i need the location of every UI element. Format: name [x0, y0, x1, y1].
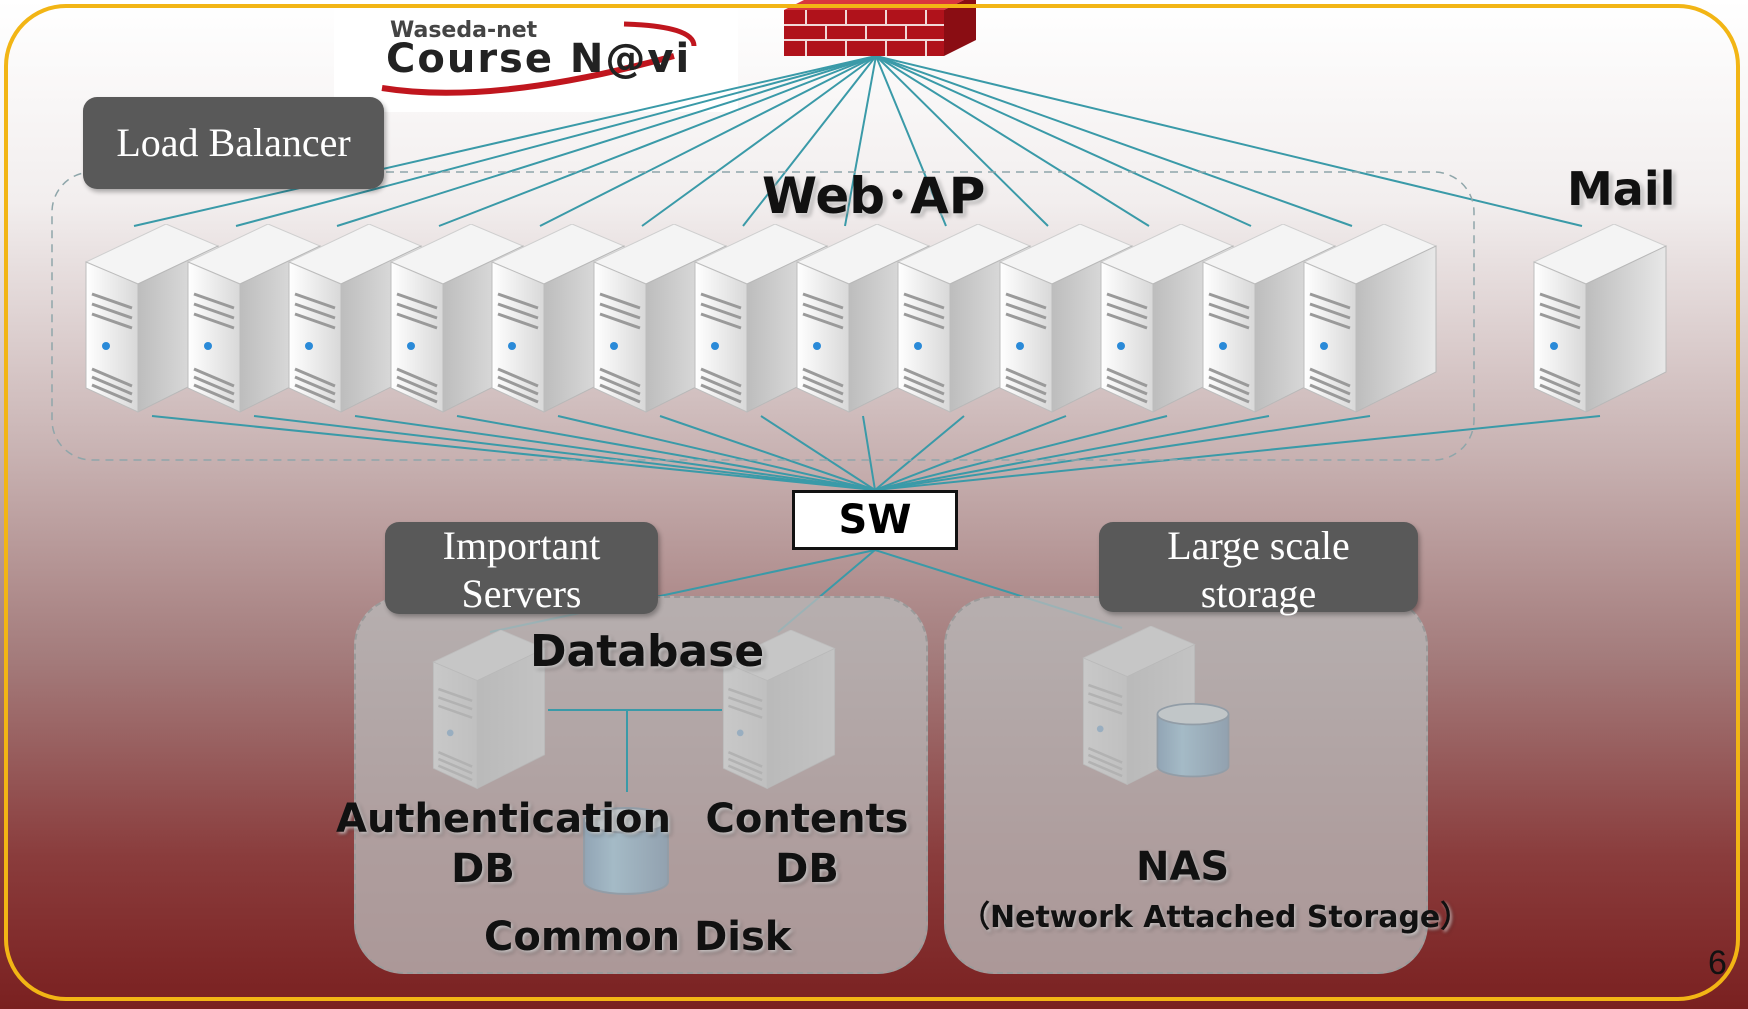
- wire-line: [875, 55, 1150, 227]
- auth-db-line-1: Authentication: [336, 796, 671, 842]
- wire-line: [659, 549, 876, 597]
- wire-line: [874, 415, 1067, 491]
- database-heading: Database: [530, 626, 765, 677]
- wire-line: [874, 415, 1270, 491]
- wire-line: [874, 415, 1168, 491]
- auth-db-label: Authentication DB: [336, 794, 671, 894]
- wire-line: [235, 55, 877, 227]
- wire-line: [875, 55, 947, 227]
- server-icon: [894, 224, 1034, 414]
- wire-line: [354, 415, 876, 491]
- web-ap-heading: Web･AP: [762, 167, 986, 225]
- important-servers-label: Important Servers: [385, 522, 658, 616]
- wire-line: [875, 55, 1353, 227]
- server-icon: [1300, 224, 1440, 414]
- wire-line: [557, 415, 876, 491]
- important-servers-line-2: Servers: [461, 571, 582, 616]
- web-cluster-group: [51, 171, 1475, 461]
- contents-db-line-1: Contents: [705, 796, 909, 842]
- load-balancer-label: Load Balancer: [83, 97, 384, 189]
- nas-full-label: （Network Attached Storage）: [960, 900, 1471, 935]
- wire-line: [875, 55, 1049, 227]
- wire-line: [875, 55, 1252, 227]
- wire-line: [253, 415, 876, 491]
- wire-line: [456, 415, 876, 491]
- common-disk-label: Common Disk: [484, 914, 792, 960]
- slide-frame: [4, 4, 1740, 1001]
- wire-line: [875, 55, 1583, 227]
- important-servers-line-1: Important: [442, 523, 601, 568]
- database-zone: [354, 596, 928, 974]
- wire-line: [862, 415, 876, 491]
- logo-swoosh-icon: [381, 21, 697, 96]
- server-icon: [1530, 224, 1670, 414]
- wire-line: [438, 55, 877, 227]
- wire-line: [336, 55, 877, 227]
- large-storage-line-1: Large scale: [1167, 523, 1350, 568]
- wire-line: [641, 55, 877, 227]
- contents-db-label: Contents DB: [702, 794, 912, 894]
- storage-zone: [944, 596, 1428, 974]
- nas-label: NAS: [1136, 844, 1230, 890]
- course-navi-logo: Waseda-net Course N@vi: [334, 0, 738, 112]
- auth-db-line-2: DB: [451, 846, 515, 892]
- large-storage-label: Large scale storage: [1099, 522, 1418, 616]
- wire-line: [874, 415, 1371, 491]
- wire-line: [742, 55, 877, 227]
- wire-line: [760, 415, 876, 491]
- large-storage-line-2: storage: [1200, 571, 1317, 616]
- wire-line: [874, 415, 1601, 491]
- switch-box: SW: [792, 490, 958, 550]
- logo-small-text: Waseda-net: [390, 18, 538, 43]
- mail-heading: Mail: [1567, 162, 1676, 216]
- wire-line: [539, 55, 877, 227]
- wire-line: [133, 55, 877, 227]
- wire-line: [151, 415, 876, 491]
- wire-line: [874, 415, 965, 491]
- wire-line: [844, 55, 877, 227]
- contents-db-line-2: DB: [775, 846, 839, 892]
- wire-line: [659, 415, 876, 491]
- logo-main-text: Course N@vi: [386, 36, 692, 82]
